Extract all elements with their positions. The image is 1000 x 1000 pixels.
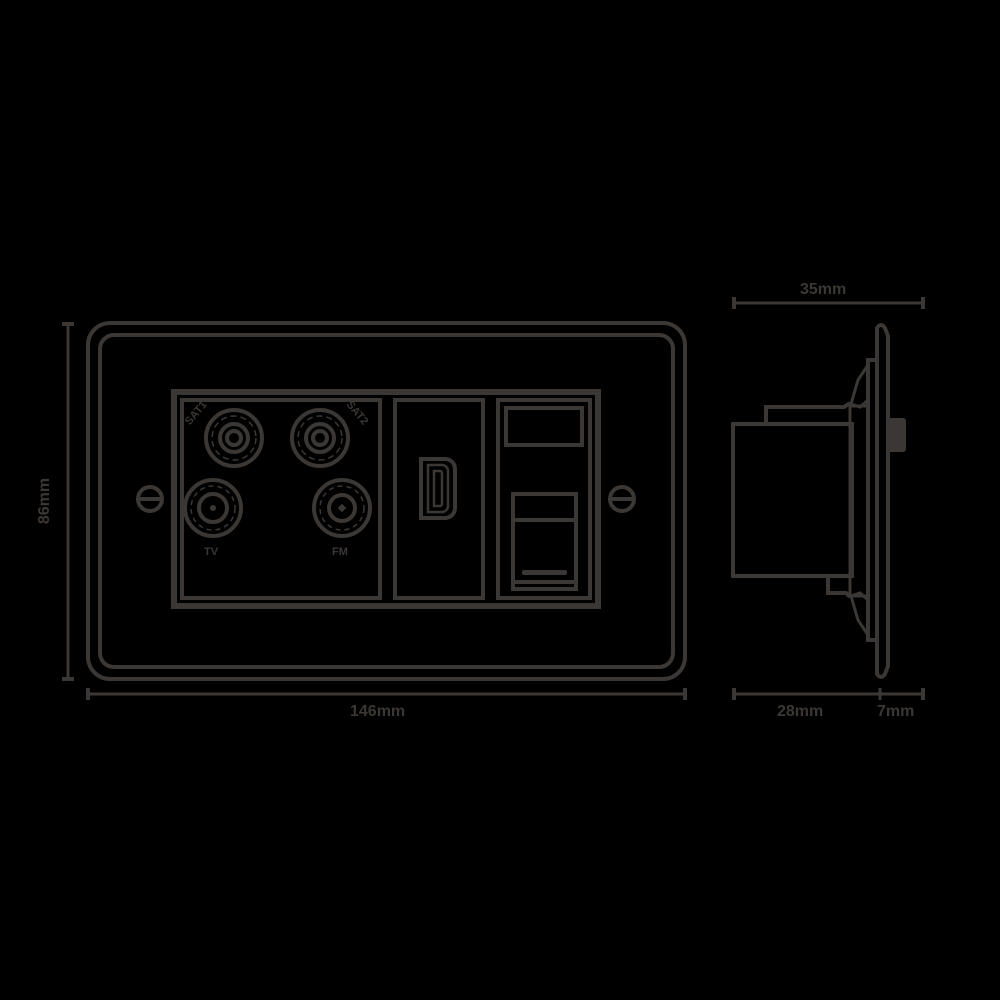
- tv-socket-icon: [183, 478, 243, 538]
- hdmi-port-icon: [419, 457, 457, 520]
- depth-total-dimension: [732, 297, 925, 309]
- sat1-socket-icon: [204, 408, 264, 468]
- height-label: 86mm: [36, 477, 54, 525]
- side-view: [731, 323, 906, 679]
- screw-left-icon: [136, 485, 164, 513]
- height-dimension: [62, 322, 74, 681]
- depth-total-label: 35mm: [800, 281, 847, 298]
- face-plate-outer: [86, 321, 687, 681]
- tv-fm-sat-module: [180, 398, 382, 600]
- hdmi-module: [393, 398, 485, 600]
- plate-thickness-label: 7mm: [877, 703, 915, 720]
- plate-thickness-dimension: [880, 688, 925, 700]
- front-view: [86, 321, 687, 681]
- front-protrusion: [888, 418, 906, 452]
- plate-profile: [875, 323, 890, 679]
- sat2-socket-icon: [290, 408, 350, 468]
- rj45-port-icon: [511, 492, 578, 591]
- width-dimension: [86, 688, 687, 700]
- width-label: 146mm: [350, 703, 406, 720]
- label-window: [504, 406, 584, 447]
- fm-socket-icon: [312, 478, 372, 538]
- module-body: [731, 422, 854, 578]
- data-module: [496, 398, 592, 600]
- module-frame: [171, 389, 601, 609]
- depth-back-dimension: [732, 688, 882, 700]
- depth-back-label: 28mm: [777, 703, 824, 720]
- tv-label: TV: [204, 546, 219, 558]
- fm-label: FM: [332, 546, 348, 558]
- face-plate-bevel: [98, 333, 675, 669]
- screw-right-icon: [608, 485, 636, 513]
